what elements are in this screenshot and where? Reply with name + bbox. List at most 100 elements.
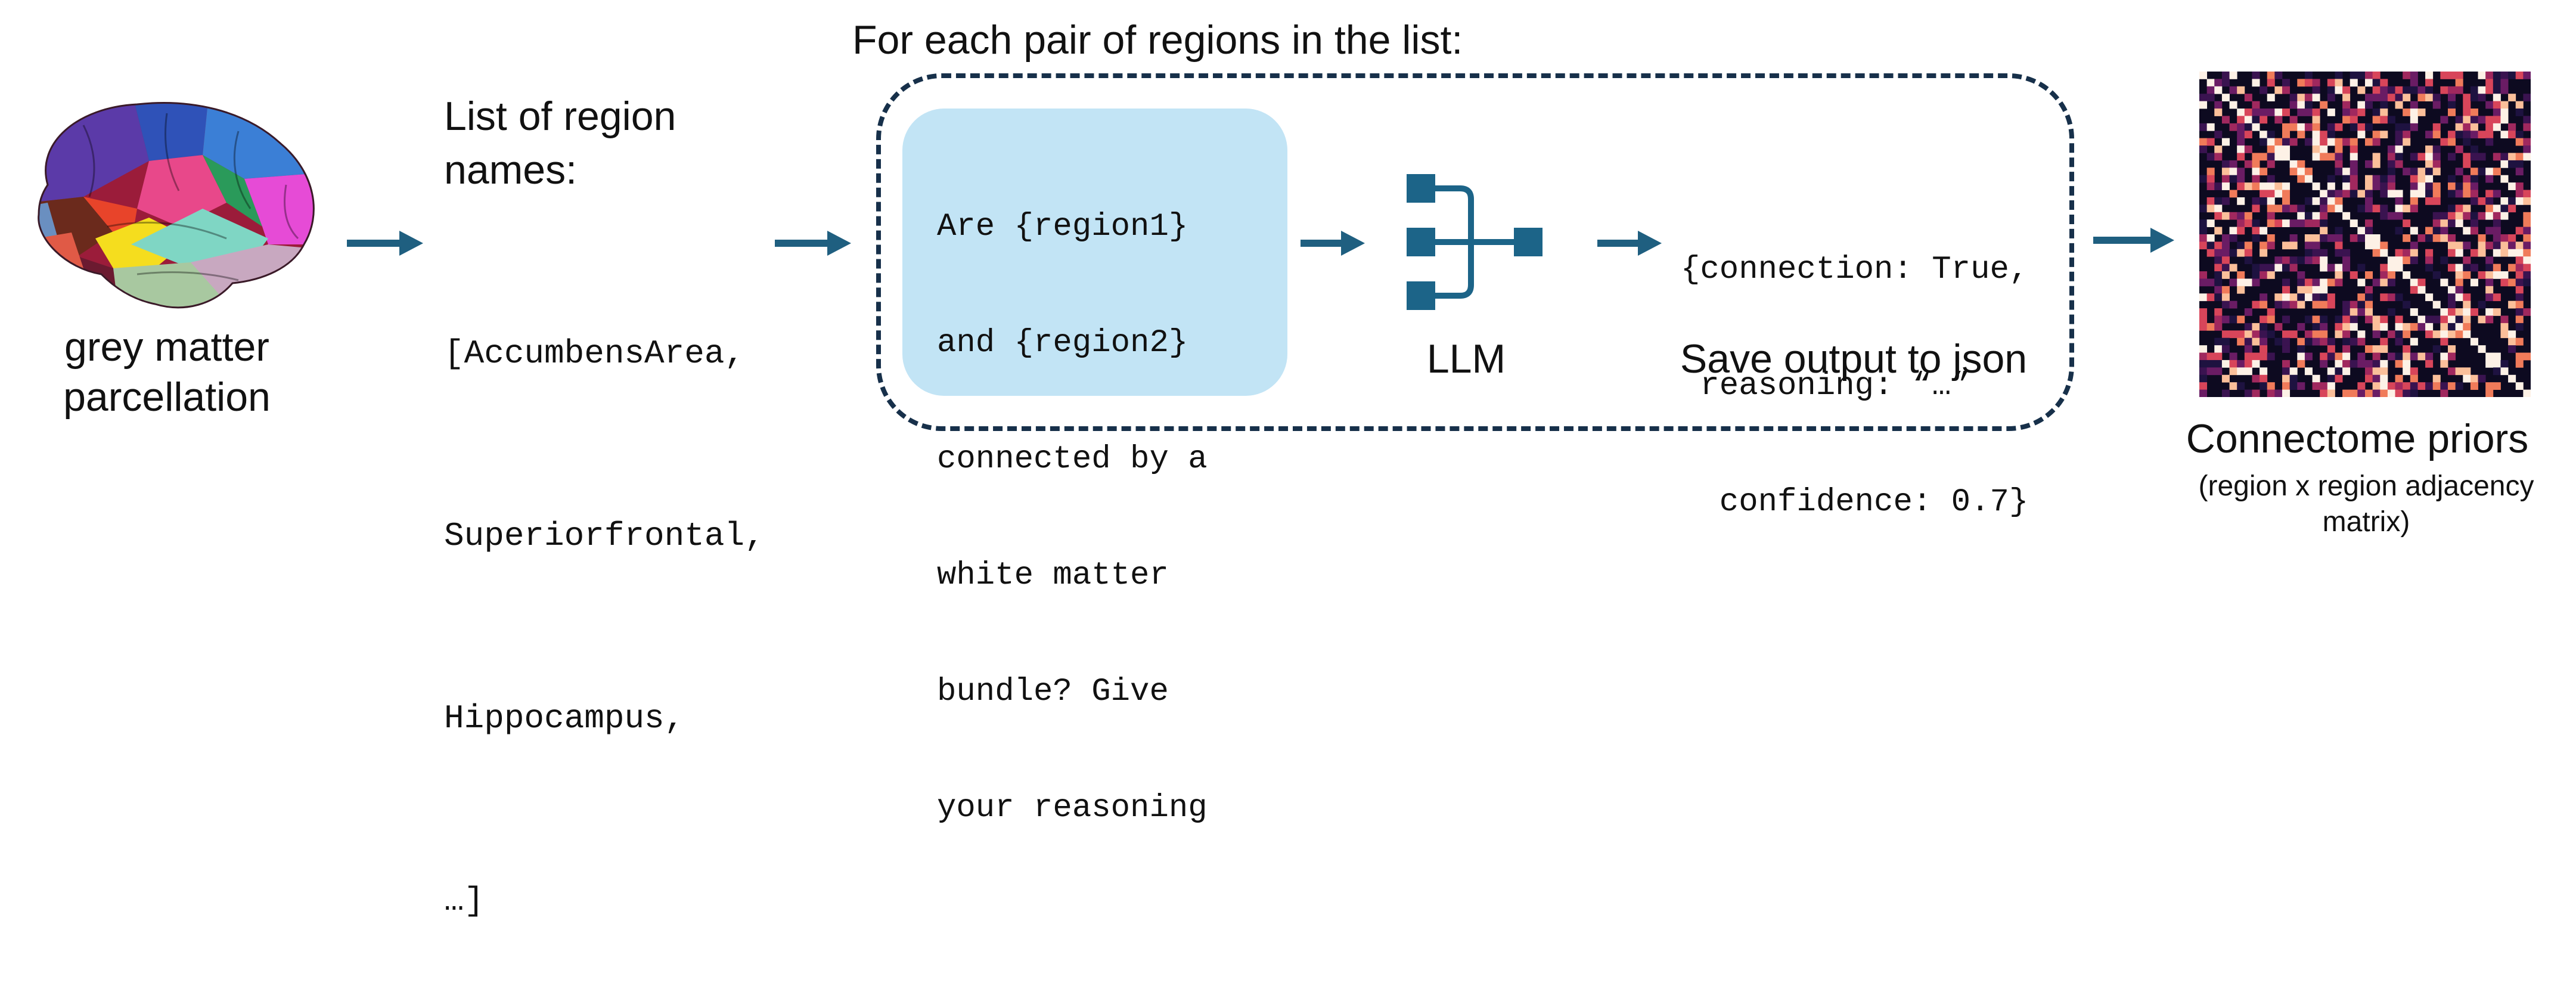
matrix-cell	[2214, 241, 2223, 250]
matrix-cell	[2403, 345, 2411, 353]
matrix-cell	[2312, 86, 2320, 94]
matrix-cell	[2500, 72, 2509, 79]
matrix-cell	[2500, 79, 2509, 87]
matrix-cell	[2440, 219, 2448, 227]
matrix-cell	[2410, 256, 2418, 265]
matrix-cell	[2312, 323, 2320, 331]
matrix-cell	[2221, 175, 2230, 183]
matrix-cell	[2493, 249, 2501, 257]
matrix-cell	[2410, 389, 2418, 397]
matrix-cell	[2515, 323, 2524, 331]
matrix-cell	[2387, 264, 2395, 272]
matrix-cell	[2478, 300, 2486, 309]
matrix-cell	[2335, 249, 2343, 257]
matrix-cell	[2455, 145, 2463, 153]
arrow-right-icon	[1597, 231, 1662, 256]
connectome-priors-title: Connectome priors	[2186, 416, 2529, 461]
matrix-cell	[2380, 86, 2388, 94]
matrix-cell	[2440, 234, 2448, 242]
matrix-cell	[2214, 212, 2223, 220]
matrix-cell	[2297, 204, 2305, 213]
matrix-cell	[2320, 131, 2328, 139]
matrix-cell	[2500, 153, 2509, 161]
matrix-cell	[2395, 204, 2403, 213]
matrix-cell	[2493, 86, 2501, 94]
matrix-cell	[2206, 359, 2215, 368]
matrix-cell	[2342, 337, 2351, 346]
matrix-cell	[2312, 234, 2320, 242]
json-output: {connection: True, reasoning: “…” confid…	[1681, 173, 2062, 560]
matrix-cell	[2335, 367, 2343, 376]
matrix-cell	[2289, 101, 2298, 109]
matrix-cell	[2448, 352, 2456, 361]
matrix-cell	[2214, 278, 2223, 287]
matrix-cell	[2470, 264, 2478, 272]
matrix-cell	[2515, 286, 2524, 294]
matrix-cell	[2372, 182, 2381, 190]
matrix-cell	[2221, 249, 2230, 257]
matrix-cell	[2244, 145, 2252, 153]
matrix-cell	[2485, 72, 2494, 79]
matrix-cell	[2387, 145, 2395, 153]
matrix-cell	[2350, 389, 2358, 397]
matrix-cell	[2515, 256, 2524, 265]
matrix-cell	[2260, 190, 2268, 198]
matrix-cell	[2289, 160, 2298, 168]
matrix-cell	[2304, 108, 2313, 116]
matrix-cell	[2380, 374, 2388, 383]
matrix-cell	[2221, 359, 2230, 368]
matrix-cell	[2372, 367, 2381, 376]
matrix-cell	[2365, 190, 2373, 198]
matrix-cell	[2417, 190, 2426, 198]
matrix-cell	[2403, 123, 2411, 131]
matrix-cell	[2229, 72, 2237, 79]
matrix-cell	[2365, 219, 2373, 227]
matrix-cell	[2523, 241, 2531, 250]
matrix-cell	[2372, 241, 2381, 250]
matrix-cell	[2380, 271, 2388, 279]
matrix-cell	[2440, 330, 2448, 339]
matrix-cell	[2417, 153, 2426, 161]
matrix-cell	[2221, 197, 2230, 205]
matrix-cell	[2455, 79, 2463, 87]
matrix-cell	[2515, 382, 2524, 390]
matrix-cell	[2199, 308, 2208, 316]
matrix-cell	[2463, 374, 2471, 383]
matrix-cell	[2523, 116, 2531, 124]
matrix-cell	[2380, 293, 2388, 302]
matrix-cell	[2380, 264, 2388, 272]
matrix-cell	[2267, 389, 2275, 397]
matrix-cell	[2221, 293, 2230, 302]
matrix-cell	[2267, 145, 2275, 153]
matrix-cell	[2508, 160, 2516, 168]
matrix-cell	[2260, 345, 2268, 353]
matrix-cell	[2282, 86, 2291, 94]
matrix-cell	[2387, 168, 2395, 176]
matrix-cell	[2485, 308, 2494, 316]
matrix-cell	[2304, 168, 2313, 176]
matrix-cell	[2425, 352, 2434, 361]
matrix-cell	[2274, 116, 2283, 124]
matrix-cell	[2199, 138, 2208, 146]
matrix-cell	[2448, 382, 2456, 390]
matrix-cell	[2500, 315, 2509, 324]
matrix-cell	[2206, 197, 2215, 205]
matrix-cell	[2327, 234, 2335, 242]
matrix-cell	[2304, 138, 2313, 146]
matrix-cell	[2455, 72, 2463, 79]
matrix-cell	[2410, 249, 2418, 257]
matrix-cell	[2267, 153, 2275, 161]
matrix-cell	[2500, 278, 2509, 287]
matrix-cell	[2312, 330, 2320, 339]
matrix-cell	[2470, 212, 2478, 220]
matrix-cell	[2515, 308, 2524, 316]
matrix-cell	[2327, 86, 2335, 94]
matrix-cell	[2304, 278, 2313, 287]
matrix-cell	[2448, 175, 2456, 183]
matrix-cell	[2455, 131, 2463, 139]
matrix-cell	[2289, 116, 2298, 124]
matrix-cell	[2282, 79, 2291, 87]
matrix-cell	[2282, 337, 2291, 346]
matrix-cell	[2470, 190, 2478, 198]
matrix-cell	[2470, 123, 2478, 131]
